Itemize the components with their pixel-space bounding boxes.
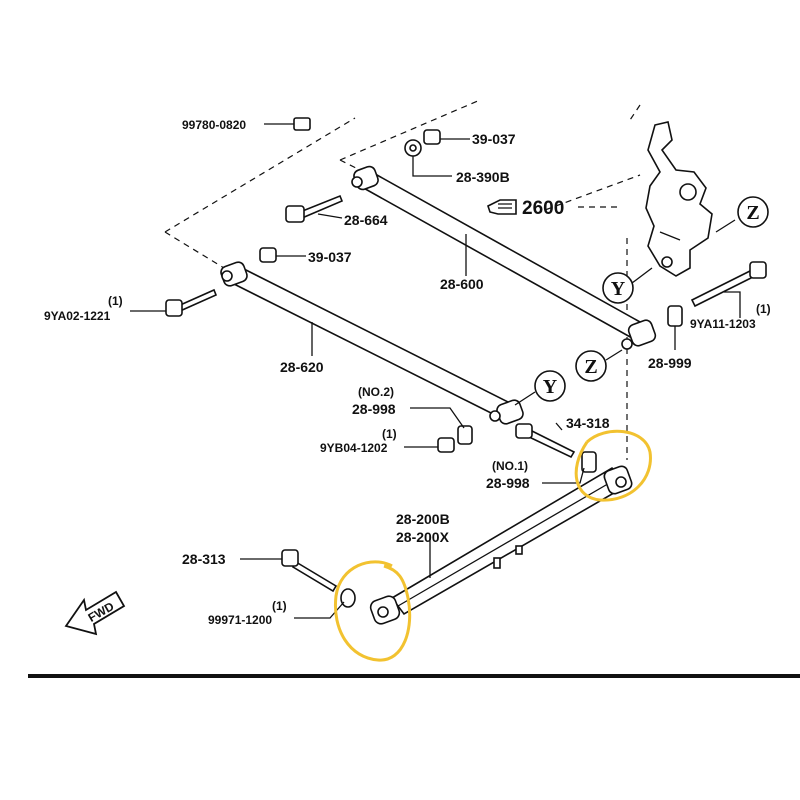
part-qty: (1) bbox=[382, 427, 397, 441]
reference-markers: Z Y Z Y bbox=[514, 196, 769, 406]
bolt-icon bbox=[176, 288, 218, 313]
highlight-circle-front bbox=[574, 429, 652, 502]
lateral-link-28-620 bbox=[220, 261, 524, 425]
nut-icon bbox=[293, 117, 311, 131]
steering-knuckle-icon bbox=[645, 121, 713, 277]
part-label: 39-037 bbox=[308, 249, 352, 265]
part-label: 28-999 bbox=[648, 355, 692, 371]
highlight-annotations bbox=[333, 429, 652, 662]
highlight-circle-rear bbox=[333, 560, 412, 662]
part-label: 28-998 bbox=[486, 475, 530, 491]
part-label: 39-037 bbox=[472, 131, 516, 147]
fasteners bbox=[165, 117, 767, 608]
part-label: 28-998 bbox=[352, 401, 396, 417]
leader-lines bbox=[130, 123, 741, 619]
part-label: 28-200B bbox=[396, 511, 450, 527]
bolt-icon bbox=[291, 560, 338, 593]
part-label: 28-664 bbox=[344, 212, 388, 228]
part-label: 28-200X bbox=[396, 529, 450, 545]
washer-icon bbox=[667, 305, 683, 327]
nut-icon bbox=[259, 247, 277, 263]
part-label: 2600 bbox=[522, 198, 564, 219]
part-label: 9YA02-1221 bbox=[44, 309, 111, 323]
part-qty: (1) bbox=[108, 294, 123, 308]
part-label: 99971-1200 bbox=[208, 613, 272, 627]
part-qty: (NO.1) bbox=[492, 459, 528, 473]
ref-label: Y bbox=[543, 376, 558, 398]
ref-label: Y bbox=[611, 278, 626, 300]
ref-circle-y bbox=[534, 370, 566, 402]
washer-icon bbox=[340, 588, 356, 608]
ref-label: Z bbox=[584, 356, 597, 378]
ref-circle-y bbox=[602, 272, 634, 304]
part-qty: (1) bbox=[756, 302, 771, 316]
part-label: 28-390B bbox=[456, 169, 510, 185]
nut-icon bbox=[437, 437, 455, 453]
part-labels: 99780-0820 39-037 28-390B 28-664 2600 39… bbox=[44, 118, 771, 627]
part-label: 9YB04-1202 bbox=[320, 441, 388, 455]
part-label: 28-600 bbox=[440, 276, 484, 292]
part-qty: (1) bbox=[272, 599, 287, 613]
nut-icon bbox=[423, 129, 441, 145]
ref-circle-z bbox=[737, 196, 769, 228]
pointing-hand-icon bbox=[487, 199, 517, 215]
washer-icon bbox=[457, 425, 473, 445]
part-label: 34-318 bbox=[566, 415, 610, 431]
part-label: 28-313 bbox=[182, 551, 226, 567]
ref-label: Z bbox=[746, 202, 759, 224]
part-label: 99780-0820 bbox=[182, 118, 246, 132]
bottom-divider bbox=[28, 674, 800, 678]
bolt-icon bbox=[525, 428, 576, 459]
lateral-link-28-600 bbox=[351, 165, 657, 350]
trailing-arm-28-200 bbox=[369, 451, 633, 625]
part-label: 28-620 bbox=[280, 359, 324, 375]
part-label: 9YA11-1203 bbox=[690, 317, 756, 331]
ref-circle-z bbox=[575, 350, 607, 382]
part-qty: (NO.2) bbox=[358, 385, 394, 399]
fwd-arrow-icon: FWD bbox=[64, 590, 126, 636]
bolt-icon bbox=[690, 268, 757, 308]
